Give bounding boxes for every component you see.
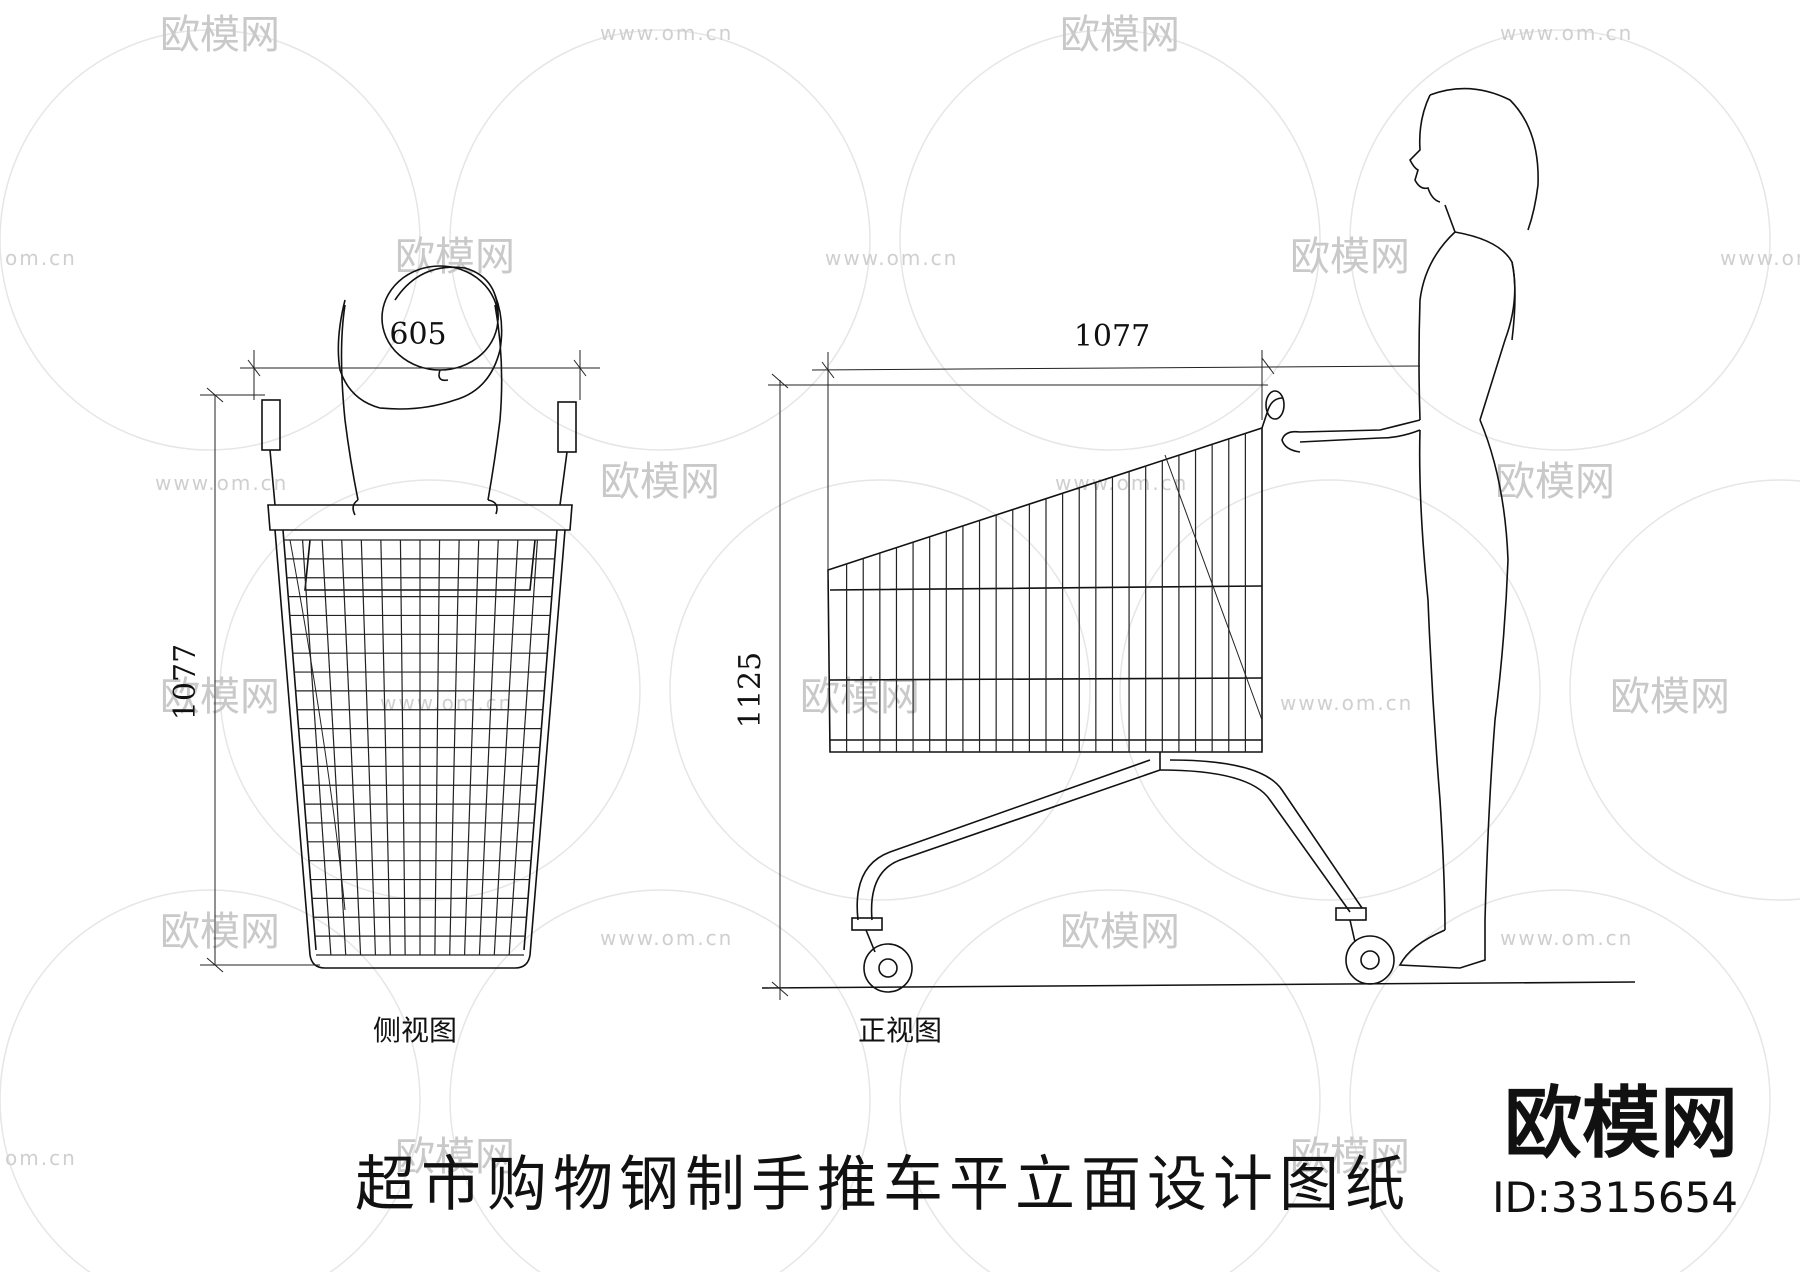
- side-view-height-dimension: 1077: [168, 644, 203, 720]
- front-view-dimensions: [768, 350, 1421, 1000]
- watermark-url-short: om.cn: [5, 1146, 77, 1170]
- watermark-url: www.om.cn: [825, 246, 958, 270]
- watermark-logo: 欧模网: [1290, 234, 1410, 280]
- front-view-wire-grid: [846, 433, 1246, 752]
- watermark-logo: 欧模网: [1060, 909, 1180, 955]
- watermark-logo: 欧模网: [1610, 674, 1730, 720]
- watermark-url: www.om.cn: [380, 691, 513, 715]
- watermark-logo: 欧模网: [395, 234, 515, 280]
- watermark-logo: 欧模网: [160, 12, 280, 58]
- watermark-logo: 欧模网: [600, 459, 720, 505]
- side-view-wire-grid: [283, 539, 557, 956]
- front-view: 1077 1125 正视图: [733, 87, 1636, 1047]
- watermark-url: www.om.cn: [600, 21, 733, 45]
- watermark-url-short: om.cn: [5, 246, 77, 270]
- watermark-urls: www.om.cn www.om.cn www.om.cn www.om.cn www.…: [5, 21, 1800, 1170]
- watermark-url: www.om.cn: [1280, 691, 1413, 715]
- watermark-logo: 欧模网: [1290, 1134, 1410, 1180]
- front-view-person-figure: [1281, 87, 1539, 969]
- watermark-logos: 欧模网欧模网欧模网欧模网欧模网欧模网欧模网欧模网欧模网欧模网欧模网欧模网欧模网: [160, 12, 1730, 1180]
- watermark-url: www.om.cn: [1500, 21, 1633, 45]
- watermark-logo: 欧模网: [1495, 459, 1615, 505]
- front-view-caption: 正视图: [858, 1014, 942, 1047]
- front-view-length-dimension: 1077: [1074, 319, 1150, 354]
- watermark-layer: 欧模网欧模网欧模网欧模网欧模网欧模网欧模网欧模网欧模网欧模网欧模网欧模网欧模网 …: [0, 12, 1800, 1272]
- drawing-id-label: ID:3315654: [1492, 1173, 1738, 1222]
- side-view-width-dimension: 605: [389, 317, 446, 352]
- watermark-logo: 欧模网: [160, 909, 280, 955]
- watermark-logo: 欧模网: [395, 1134, 515, 1180]
- drawing-title: 超市购物钢制手推车平立面设计图纸: [355, 1150, 1411, 1220]
- watermark-url: www.om.cn: [155, 471, 288, 495]
- front-view-chassis: [851, 752, 1367, 931]
- side-view-dimensions: [200, 350, 600, 973]
- watermark-url: www.om.cn: [1720, 246, 1800, 270]
- side-view-caption: 侧视图: [373, 1014, 457, 1047]
- watermark-logo: 欧模网: [160, 674, 280, 720]
- watermark-url: www.om.cn: [600, 926, 733, 950]
- side-view-handles: [261, 399, 577, 506]
- front-view-height-dimension: 1125: [733, 652, 768, 728]
- watermark-circles: [0, 29, 1800, 1272]
- watermark-url: www.om.cn: [1500, 926, 1633, 950]
- front-view-basket: [827, 426, 1263, 753]
- watermark-logo: 欧模网: [1060, 12, 1180, 58]
- brand-logo-text: 欧模网: [1504, 1079, 1738, 1169]
- side-view-basket: [267, 504, 573, 969]
- watermark-logo: 欧模网: [800, 674, 920, 720]
- front-view-handle: [1261, 390, 1285, 429]
- front-view-wheels: [863, 919, 1395, 993]
- side-view: 605 1077 侧视图: [168, 265, 600, 1047]
- side-view-person-figure: [337, 265, 503, 516]
- ground-line: [761, 981, 1636, 989]
